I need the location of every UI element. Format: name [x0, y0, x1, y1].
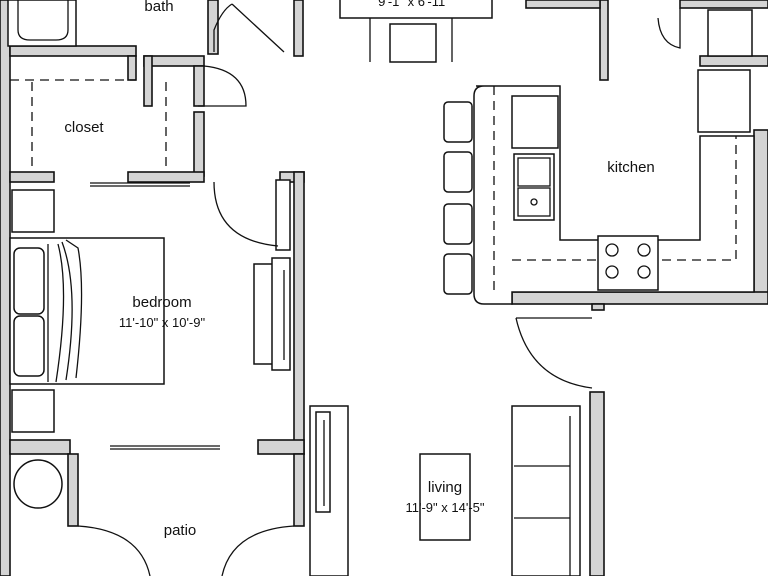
closet-sliding-door — [90, 182, 190, 187]
range-stove — [597, 235, 659, 291]
bedroom-sliding-door — [110, 445, 220, 450]
dining-dimensions: 9'-1" x 6'-11" — [378, 0, 450, 9]
patio-label: patio — [164, 522, 197, 539]
pillow — [13, 315, 45, 377]
nightstand — [11, 189, 55, 233]
entry-door-swing — [515, 317, 593, 389]
bedroom-dimensions: 11'-10" x 10'-9" — [119, 315, 206, 330]
bath-fixtures — [7, 0, 285, 53]
sofa — [511, 405, 581, 576]
dining-area: 9'-1" x 6'-11" — [339, 0, 493, 63]
kitchen-sink — [513, 153, 555, 221]
closet-right — [275, 179, 291, 251]
dining-table — [339, 0, 493, 19]
patio-table — [13, 459, 63, 509]
pantry — [707, 9, 753, 57]
closet-door-swing — [198, 65, 247, 107]
bedroom-door-swing — [213, 181, 279, 247]
bar-stool — [443, 253, 473, 295]
bar-stool — [443, 101, 473, 143]
living-tv — [315, 411, 331, 513]
burner — [605, 265, 619, 279]
kitchen-label: kitchen — [607, 159, 655, 176]
counter-edge — [493, 86, 737, 292]
patio-door-swing-right — [221, 525, 295, 576]
bed-blanket-fold — [47, 239, 83, 383]
closet-label: closet — [64, 119, 104, 136]
bath-label: bath — [144, 0, 173, 15]
coffee-table — [419, 453, 471, 541]
living-label: living — [428, 479, 462, 496]
bedroom-fixtures: bedroom 11'-10" x 10'-9" — [9, 179, 291, 450]
pillow — [13, 247, 45, 315]
pantry-door-swing — [657, 8, 681, 49]
upper-cabinet — [511, 95, 559, 149]
tv — [271, 257, 291, 371]
bathtub — [7, 0, 77, 47]
burner — [605, 243, 619, 257]
patio-door-swing-left — [77, 525, 151, 576]
refrigerator — [697, 69, 751, 133]
nightstand — [11, 389, 55, 433]
patio-fixtures: patio — [13, 459, 295, 576]
bathtub-basin — [17, 0, 69, 41]
closet-fixtures — [10, 65, 247, 187]
bath-door-swing — [213, 3, 285, 53]
living-fixtures: living 11'-9" x 14'-5" — [309, 317, 593, 576]
bar-stool — [443, 151, 473, 193]
dining-chair — [389, 23, 437, 63]
kitchen-fixtures: kitchen — [443, 8, 755, 305]
bar-stool — [443, 203, 473, 245]
burner — [637, 243, 651, 257]
living-dimensions: 11'-9" x 14'-5" — [406, 500, 485, 515]
burner — [637, 265, 651, 279]
bedroom-label: bedroom — [132, 294, 191, 311]
